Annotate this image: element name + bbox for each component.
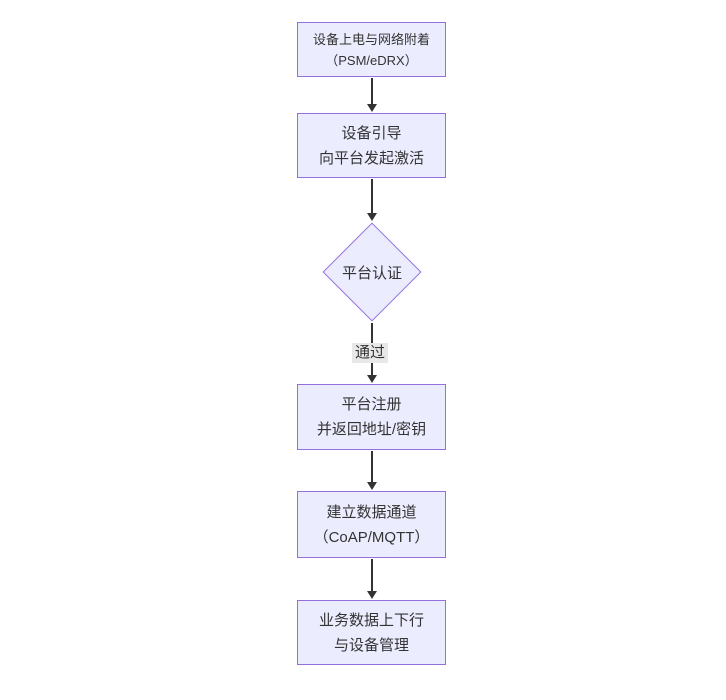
arrowhead-icon <box>367 482 377 490</box>
arrowhead-icon <box>367 591 377 599</box>
node-register: 平台注册 并返回地址/密钥 <box>297 384 446 450</box>
node-business-line2: 与设备管理 <box>333 636 409 654</box>
edge-label-pass: 通过 <box>352 343 388 363</box>
node-register-line1: 平台注册 <box>341 396 402 413</box>
arrow-channel-to-business <box>371 559 373 591</box>
node-data-channel-line2: （CoAP/MQTT） <box>313 528 430 546</box>
node-business-line1: 业务数据上下行 <box>318 611 424 629</box>
arrow-bootstrap-to-auth <box>371 179 373 213</box>
node-register-line2: 并返回地址/密钥 <box>316 421 427 438</box>
node-power-attach: 设备上电与网络附着 （PSM/eDRX） <box>297 22 446 77</box>
arrow-register-to-channel <box>371 451 373 482</box>
node-power-attach-line2: （PSM/eDRX） <box>325 52 418 68</box>
decision-platform-auth-label: 平台认证 <box>341 264 402 282</box>
arrowhead-icon <box>367 375 377 383</box>
node-bootstrap: 设备引导 向平台发起激活 <box>297 113 446 178</box>
node-power-attach-line1: 设备上电与网络附着 <box>312 31 430 47</box>
node-bootstrap-line2: 向平台发起激活 <box>318 149 424 167</box>
node-data-channel-line1: 建立数据通道 <box>326 503 417 521</box>
node-business: 业务数据上下行 与设备管理 <box>297 600 446 665</box>
decision-platform-auth: 平台认证 <box>322 222 422 322</box>
arrowhead-icon <box>367 213 377 221</box>
node-data-channel: 建立数据通道 （CoAP/MQTT） <box>297 491 446 558</box>
arrow-power-to-bootstrap <box>371 78 373 104</box>
node-bootstrap-line1: 设备引导 <box>341 124 402 142</box>
arrowhead-icon <box>367 104 377 112</box>
